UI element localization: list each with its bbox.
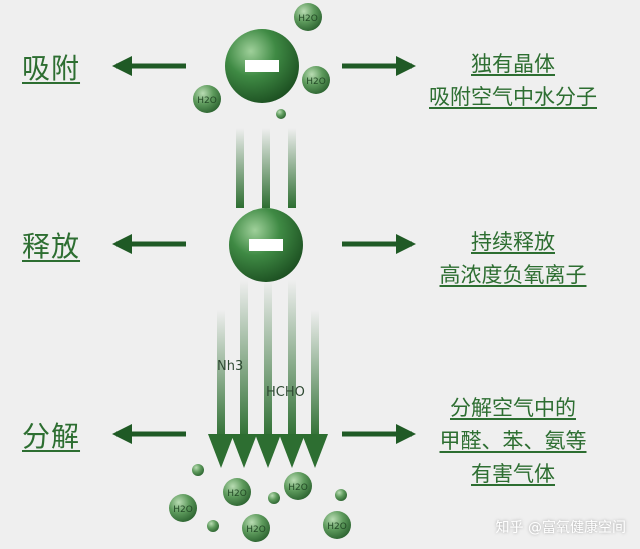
stage-label-decompose: 分解 [22,420,81,453]
description-decompose: 分解空气中的 甲醛、苯、氨等 有害气体 [408,392,618,491]
negative-ion-middle [229,208,303,282]
upper-streams [236,128,296,208]
svg-text:H2O: H2O [288,483,308,493]
water-droplet: H2O [284,472,312,500]
stream-arrowhead [231,434,257,468]
small-particle [192,464,204,476]
water-droplet: H2O [223,478,251,506]
water-droplet: H2O [242,514,270,542]
stream-bar [288,280,296,440]
svg-text:H2O: H2O [327,522,347,532]
water-droplet: H2O [193,85,221,113]
description-adsorb: 独有晶体 吸附空气中水分子 [408,48,618,114]
svg-text:H2O: H2O [173,505,193,515]
stream-arrowhead [302,434,328,468]
small-particle [276,109,286,119]
arrows-right [342,56,416,444]
description-line: 持续释放 [471,230,555,254]
stream-bar [311,310,319,440]
description-line: 高浓度负氧离子 [439,263,587,287]
description-line: 分解空气中的 [450,396,576,420]
label-ammonia: Nh3 [217,359,244,374]
stage-label-release: 释放 [22,230,81,263]
lower-streams [208,280,328,468]
stream-bar [262,128,270,208]
description-line: 有害气体 [471,462,555,486]
description-line: 吸附空气中水分子 [429,85,597,109]
description-line: 独有晶体 [471,52,555,76]
water-droplet: H2O [294,3,322,31]
small-particle [207,520,219,532]
small-particle [335,489,347,501]
svg-text:H2O: H2O [197,96,217,106]
svg-text:H2O: H2O [298,14,318,24]
description-release: 持续释放 高浓度负氧离子 [408,226,618,292]
svg-text:H2O: H2O [246,525,266,535]
watermark: 知乎 @富氧健康空间 [495,520,626,536]
stream-bar [288,128,296,208]
stream-arrowhead [279,434,305,468]
stream-bar [264,280,272,440]
stream-bar [236,128,244,208]
negative-ion-top [225,29,299,103]
stage-label-adsorb: 吸附 [22,52,81,85]
stream-arrowhead [255,434,281,468]
stream-arrowhead [208,434,234,468]
water-droplet: H2O [169,494,197,522]
stream-bar [240,280,248,440]
water-droplet: H2O [323,511,351,539]
small-particle [268,492,280,504]
arrows-left [112,56,186,444]
stream-bar [217,310,225,440]
water-droplet: H2O [302,66,330,94]
svg-text:H2O: H2O [227,489,247,499]
label-formaldehyde: HCHO [266,385,305,400]
description-line: 甲醛、苯、氨等 [439,429,587,453]
svg-text:H2O: H2O [306,77,326,87]
